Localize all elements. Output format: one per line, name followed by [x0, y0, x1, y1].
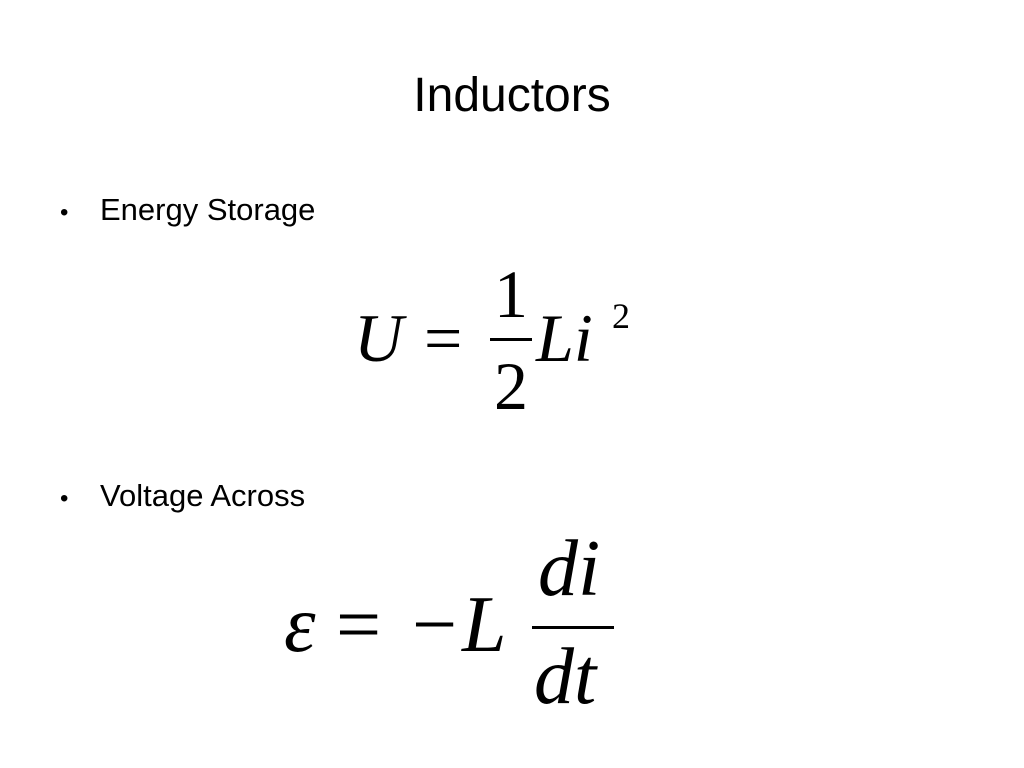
- equation-lhs: ε: [284, 581, 316, 669]
- fraction-denominator: 2: [494, 348, 528, 424]
- bullet-text: Voltage Across: [100, 478, 306, 513]
- energy-equation: U = 1 2 Li 2: [354, 256, 654, 432]
- fraction-bar: [532, 626, 614, 629]
- equals-sign: =: [336, 581, 382, 669]
- bullet-energy-storage: • Energy Storage: [60, 192, 315, 231]
- fraction-denominator: dt: [534, 633, 597, 721]
- fraction-bar: [490, 338, 532, 341]
- fraction-numerator: di: [538, 525, 601, 613]
- equation-term: L: [462, 581, 507, 669]
- equals-sign: =: [424, 300, 463, 376]
- slide-title: Inductors: [413, 69, 611, 122]
- bullet-voltage-across: • Voltage Across: [60, 478, 305, 517]
- bullet-text: Energy Storage: [100, 192, 316, 227]
- equation-term: Li: [536, 300, 593, 376]
- bullet-marker: •: [60, 199, 69, 226]
- voltage-equation: ε = − L di dt: [284, 525, 644, 732]
- bullet-marker: •: [60, 485, 69, 512]
- equation-lhs: U: [354, 300, 404, 376]
- minus-sign: −: [412, 581, 458, 669]
- fraction-numerator: 1: [494, 256, 528, 332]
- exponent: 2: [612, 296, 630, 336]
